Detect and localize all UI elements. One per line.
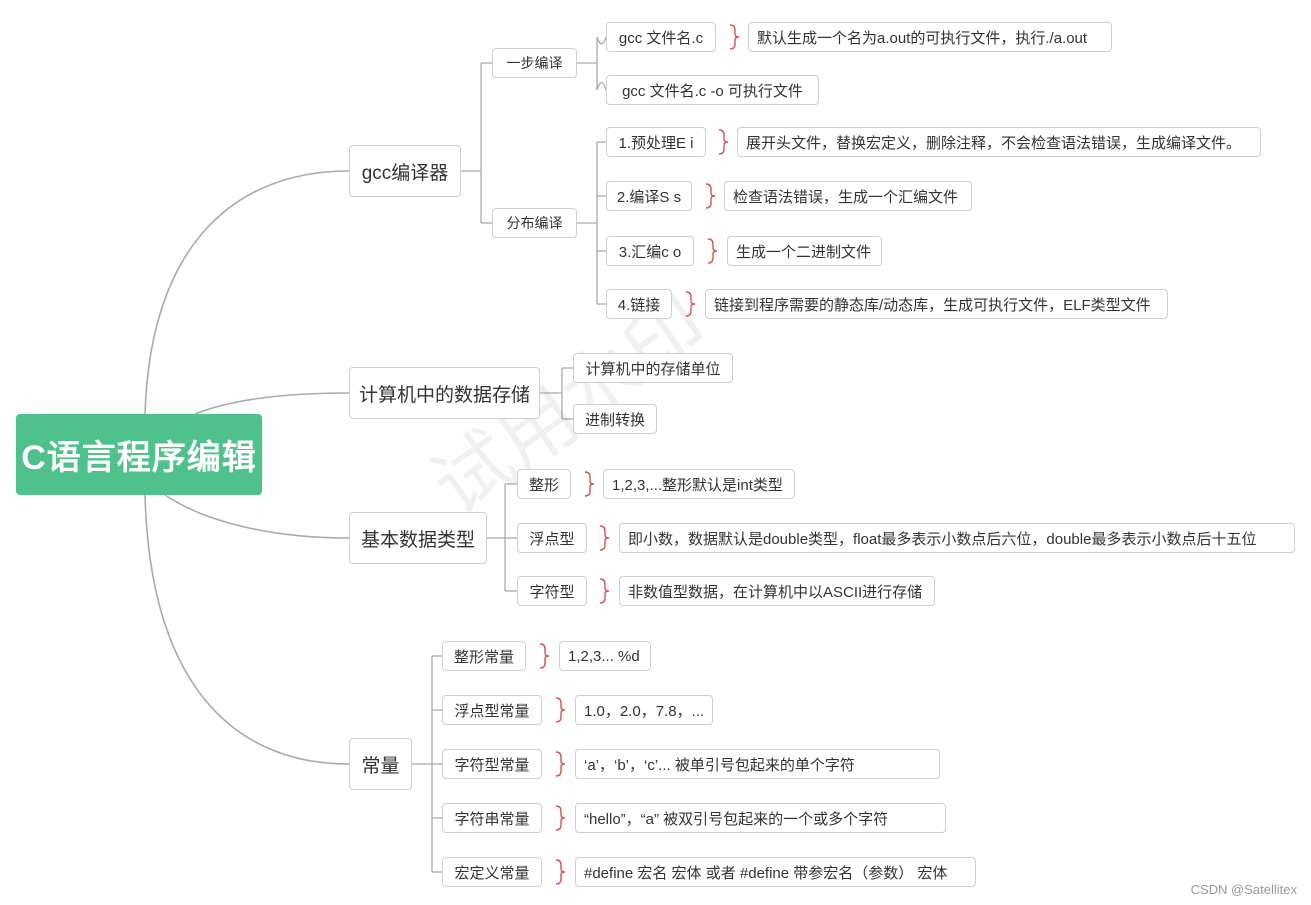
item-assemble[interactable]: 3.汇编c o xyxy=(606,236,694,266)
note-int-constant: 1,2,3... %d xyxy=(559,641,651,671)
topic-constants[interactable]: 常量 xyxy=(349,738,412,790)
item-link[interactable]: 4.链接 xyxy=(606,289,672,319)
note-default-aout: 默认生成一个名为a.out的可执行文件，执行./a.out xyxy=(748,22,1112,52)
brace-icon xyxy=(555,697,566,723)
note-macro-constant: #define 宏名 宏体 或者 #define 带参宏名（参数） 宏体 xyxy=(575,857,976,887)
item-macro-constant[interactable]: 宏定义常量 xyxy=(442,857,542,887)
brace-icon xyxy=(555,859,566,885)
brace-icon xyxy=(555,751,566,777)
brace-icon xyxy=(685,291,696,317)
item-storage-unit[interactable]: 计算机中的存储单位 xyxy=(573,353,733,383)
item-compile[interactable]: 2.编译S s xyxy=(606,181,692,211)
item-string-constant[interactable]: 字符串常量 xyxy=(442,803,542,833)
item-gcc-output[interactable]: gcc 文件名.c -o 可执行文件 xyxy=(606,75,819,105)
item-float-constant[interactable]: 浮点型常量 xyxy=(442,695,542,725)
item-int-constant[interactable]: 整形常量 xyxy=(442,641,526,671)
root-node[interactable]: C语言程序编辑 xyxy=(16,414,262,495)
item-base-conversion[interactable]: 进制转换 xyxy=(573,404,657,434)
subtopic-one-step-compile[interactable]: 一步编译 xyxy=(492,48,577,78)
note-link: 链接到程序需要的静态库/动态库，生成可执行文件，ELF类型文件 xyxy=(705,289,1168,319)
brace-icon xyxy=(729,24,740,50)
item-char-type[interactable]: 字符型 xyxy=(517,576,587,606)
brace-icon xyxy=(555,805,566,831)
item-char-constant[interactable]: 字符型常量 xyxy=(442,749,542,779)
note-float-type: 即小数，数据默认是double类型，float最多表示小数点后六位，double… xyxy=(619,523,1295,553)
note-preprocess: 展开头文件，替换宏定义，删除注释，不会检查语法错误，生成编译文件。 xyxy=(737,127,1261,157)
brace-icon xyxy=(584,471,595,497)
item-gcc-filename[interactable]: gcc 文件名.c xyxy=(606,22,716,52)
topic-basic-types[interactable]: 基本数据类型 xyxy=(349,512,487,564)
item-int-type[interactable]: 整形 xyxy=(517,469,571,499)
note-assemble: 生成一个二进制文件 xyxy=(727,236,882,266)
note-int-type: 1,2,3,...整形默认是int类型 xyxy=(603,469,795,499)
topic-gcc-compiler[interactable]: gcc编译器 xyxy=(349,145,461,197)
credit-text: CSDN @Satellitex xyxy=(1190,882,1297,897)
note-float-constant: 1.0，2.0，7.8，... xyxy=(575,695,713,725)
brace-icon xyxy=(705,183,716,209)
item-preprocess[interactable]: 1.预处理E i xyxy=(606,127,706,157)
subtopic-distributed-compile[interactable]: 分布编译 xyxy=(492,208,577,238)
note-char-constant: ‘a’，‘b’，‘c’... 被单引号包起来的单个字符 xyxy=(575,749,940,779)
note-string-constant: “hello”，“a” 被双引号包起来的一个或多个字符 xyxy=(575,803,946,833)
topic-data-storage[interactable]: 计算机中的数据存储 xyxy=(349,367,540,419)
brace-icon xyxy=(539,643,550,669)
brace-icon xyxy=(599,578,610,604)
brace-icon xyxy=(599,525,610,551)
brace-icon xyxy=(707,238,718,264)
brace-icon xyxy=(718,129,729,155)
note-char-type: 非数值型数据，在计算机中以ASCII进行存储 xyxy=(619,576,935,606)
note-compile: 检查语法错误，生成一个汇编文件 xyxy=(724,181,972,211)
item-float-type[interactable]: 浮点型 xyxy=(517,523,587,553)
